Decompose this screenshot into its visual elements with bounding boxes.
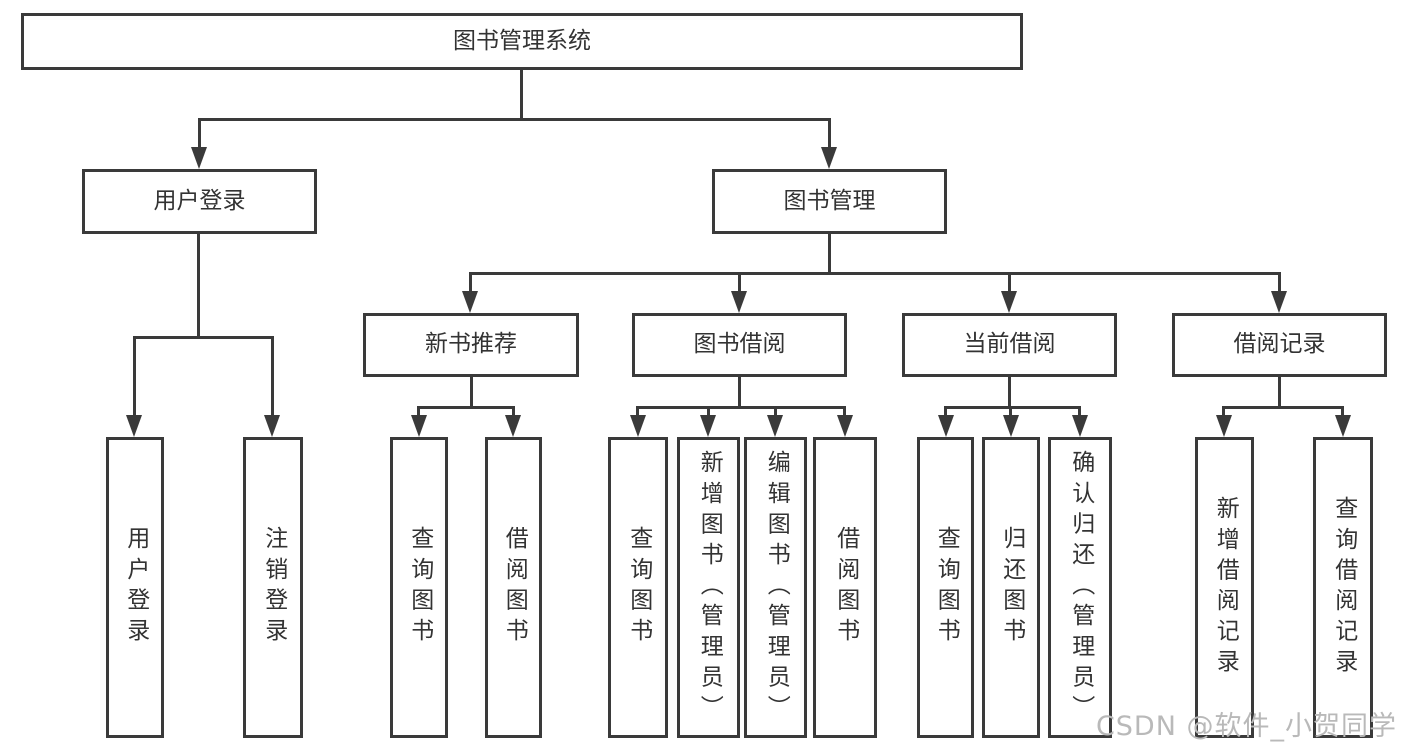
arrowhead-borrow-record <box>1271 291 1287 313</box>
connector-borrow-record-branch <box>1222 406 1344 409</box>
connector-bb-edit-drop <box>774 406 777 417</box>
connector-bb-query-drop <box>636 406 639 417</box>
connector-nb-query-drop <box>417 406 420 417</box>
connector-br-query-drop <box>1341 406 1344 417</box>
arrowhead-nb-query <box>411 415 427 437</box>
arrowhead-bb-query <box>630 415 646 437</box>
connector-logout-drop <box>271 336 274 417</box>
node-leaf-br-query: 查询借阅记录 <box>1313 437 1373 738</box>
connector-bb-add-drop <box>707 406 710 417</box>
connector-borrow-record-drop <box>1278 272 1281 293</box>
connector-user-login-drop <box>198 118 201 149</box>
connector-root-stem <box>520 69 523 121</box>
arrowhead-logout <box>264 415 280 437</box>
arrowhead-cb-query <box>938 415 954 437</box>
connector-bb-borrow-drop <box>843 406 846 417</box>
connector-book-borrow-stem <box>738 377 741 409</box>
arrowhead-br-add <box>1216 415 1232 437</box>
node-leaf-nb-borrow: 借阅图书 <box>485 437 542 738</box>
connector-current-borrow-drop <box>1008 272 1011 293</box>
connector-nb-borrow-drop <box>512 406 515 417</box>
connector-new-book-drop <box>469 272 472 293</box>
connector-cb-query-drop <box>944 406 947 417</box>
connector-book-mgmt-drop <box>828 118 831 149</box>
node-leaf-cb-return: 归还图书 <box>982 437 1040 738</box>
node-user-login: 用户登录 <box>82 169 317 234</box>
connector-current-borrow-branch <box>944 406 1081 409</box>
connector-cb-confirm-drop <box>1078 406 1081 417</box>
arrowhead-nb-borrow <box>505 415 521 437</box>
node-root: 图书管理系统 <box>21 13 1023 70</box>
node-leaf-bb-query: 查询图书 <box>608 437 668 738</box>
node-book-borrow: 图书借阅 <box>632 313 847 377</box>
node-leaf-bb-add: 新增图书（管理员） <box>677 437 740 738</box>
node-leaf-login: 用户登录 <box>106 437 164 738</box>
arrowhead-new-book <box>462 291 478 313</box>
connector-cb-return-drop <box>1009 406 1012 417</box>
arrowhead-current-borrow <box>1001 291 1017 313</box>
node-leaf-nb-query: 查询图书 <box>390 437 448 738</box>
node-leaf-br-add: 新增借阅记录 <box>1195 437 1254 738</box>
connector-level1-branch <box>198 118 831 121</box>
arrowhead-cb-confirm <box>1072 415 1088 437</box>
connector-br-add-drop <box>1222 406 1225 417</box>
node-leaf-bb-borrow: 借阅图书 <box>813 437 877 738</box>
arrowhead-bb-borrow <box>837 415 853 437</box>
node-book-mgmt: 图书管理 <box>712 169 947 234</box>
arrowhead-book-mgmt <box>821 147 837 169</box>
arrowhead-book-borrow <box>731 291 747 313</box>
node-leaf-cb-confirm: 确认归还（管理员） <box>1048 437 1112 738</box>
arrowhead-bb-add <box>700 415 716 437</box>
connector-login-drop <box>133 336 136 417</box>
node-leaf-bb-edit: 编辑图书（管理员） <box>744 437 807 738</box>
node-current-borrow: 当前借阅 <box>902 313 1117 377</box>
node-leaf-cb-query: 查询图书 <box>917 437 974 738</box>
node-leaf-logout: 注销登录 <box>243 437 303 738</box>
connector-new-book-branch <box>417 406 515 409</box>
arrowhead-br-query <box>1335 415 1351 437</box>
connector-user-login-stem <box>197 233 200 339</box>
connector-current-borrow-stem <box>1008 377 1011 409</box>
arrowhead-user-login <box>191 147 207 169</box>
arrowhead-bb-edit <box>767 415 783 437</box>
connector-book-borrow-drop <box>738 272 741 293</box>
connector-new-book-stem <box>470 377 473 409</box>
node-borrow-record: 借阅记录 <box>1172 313 1387 377</box>
node-new-book: 新书推荐 <box>363 313 579 377</box>
arrowhead-login <box>126 415 142 437</box>
connector-borrow-record-stem <box>1278 377 1281 409</box>
arrowhead-cb-return <box>1003 415 1019 437</box>
connector-level2-branch <box>469 272 1281 275</box>
connector-book-mgmt-stem <box>828 233 831 275</box>
connector-user-login-branch <box>133 336 274 339</box>
watermark-text: CSDN @软件_小贺同学 <box>1095 711 1397 742</box>
connector-book-borrow-branch <box>636 406 846 409</box>
